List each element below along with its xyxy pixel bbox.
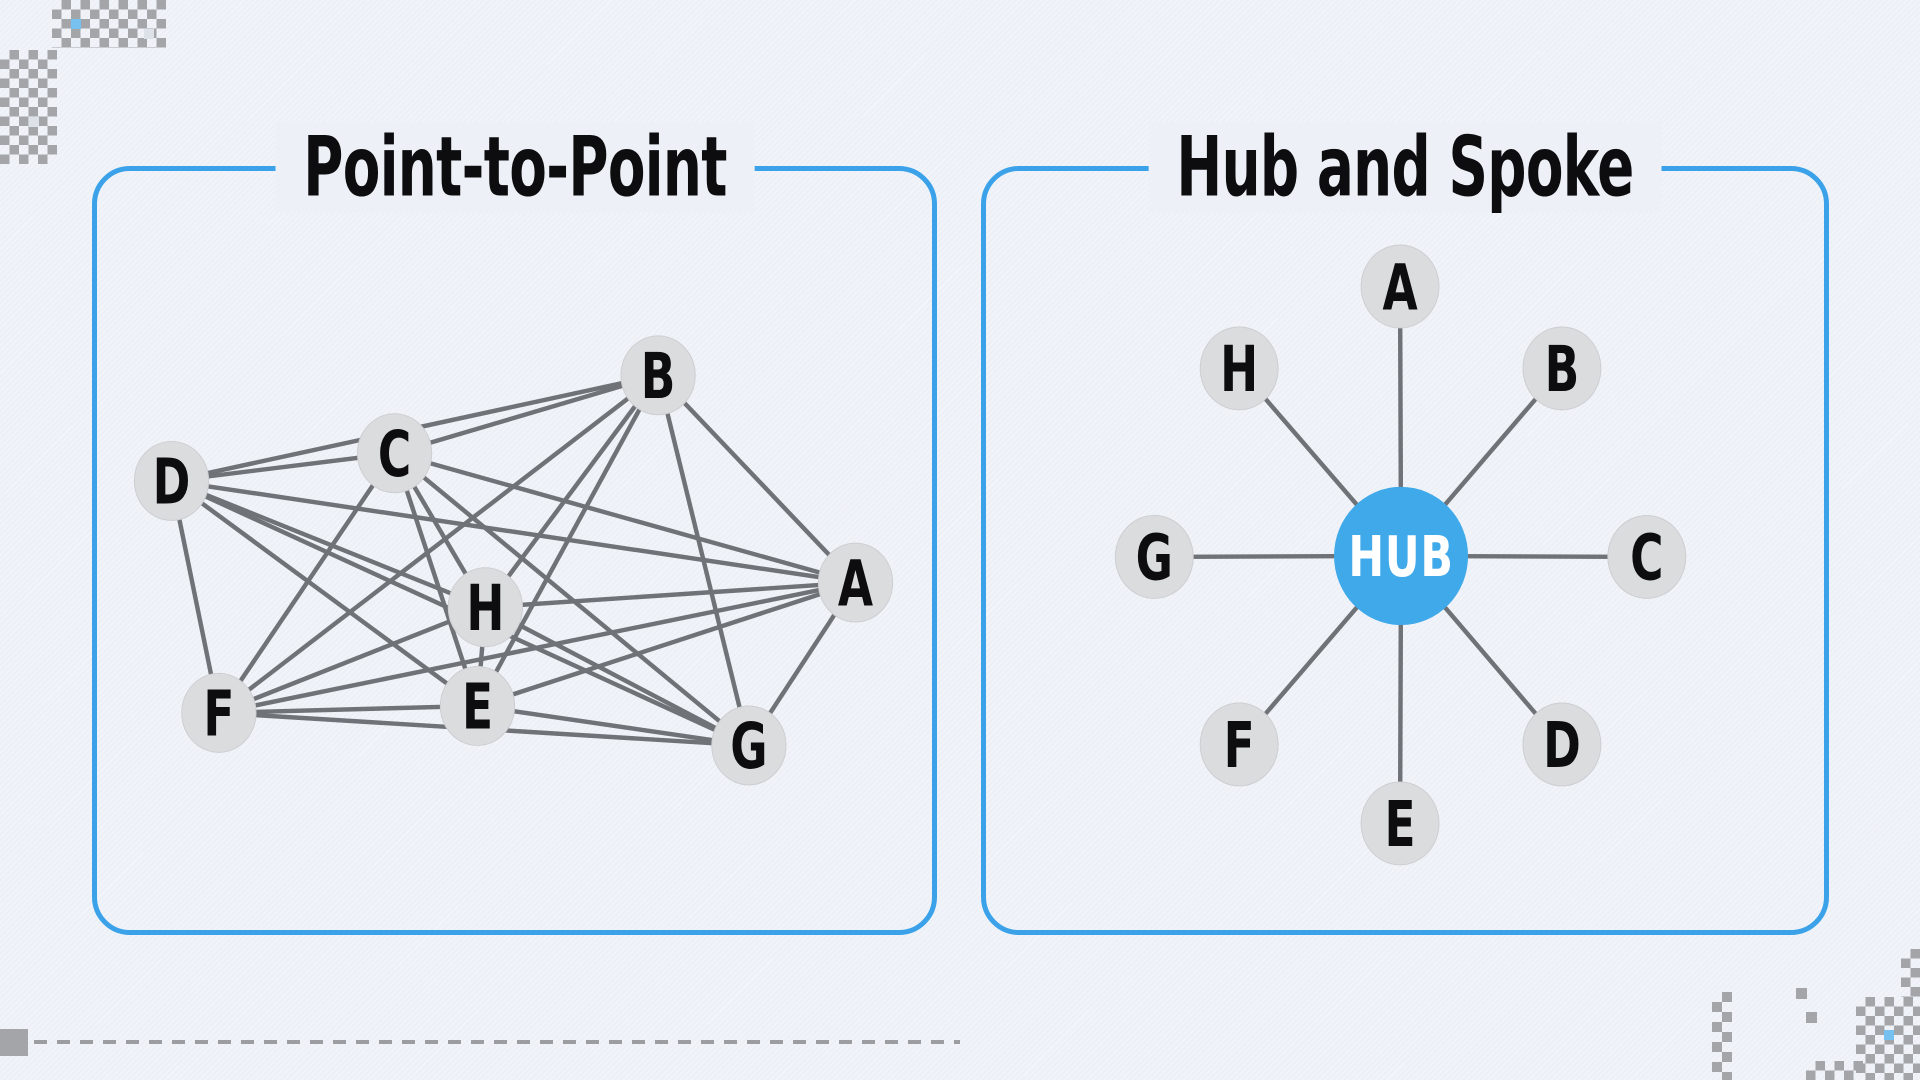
node-G: G: [711, 705, 787, 786]
node-E: E: [439, 665, 516, 746]
node-circle-G: [1114, 514, 1194, 599]
edge-B-G: [655, 374, 752, 746]
edge-B-H: [483, 373, 660, 609]
node-A: A: [1360, 244, 1440, 329]
node-label-G: G: [1136, 521, 1173, 594]
node-label-F: F: [203, 677, 234, 750]
pixel-column-right-edge: [1901, 949, 1920, 997]
node-H: H: [447, 567, 523, 648]
edge-C-E: [392, 452, 480, 707]
node-D: D: [133, 440, 210, 521]
edge-A-C: [393, 451, 857, 585]
node-circle-B: [620, 335, 696, 416]
node-label-C: C: [378, 418, 411, 491]
panel-title-hub-and-spoke: Hub and Spoke: [1148, 121, 1662, 213]
light-pixel-top-left-a: [144, 29, 154, 39]
pixel-zigzag-bottom-right: [1712, 992, 1732, 1080]
edge-G-H: [484, 605, 750, 748]
node-circle-B: [1522, 326, 1602, 411]
edge-E-G: [477, 703, 750, 748]
node-label-F: F: [1224, 709, 1255, 782]
edge-A-H: [485, 580, 856, 610]
node-circle-C: [356, 413, 433, 494]
node-circle-E: [1360, 781, 1440, 866]
node-circle-E: [439, 665, 516, 746]
edge-A-B: [656, 373, 858, 585]
pixel-cluster-top-left-b: [0, 50, 57, 164]
node-label-B: B: [641, 340, 676, 413]
hub-node: HUB: [1334, 486, 1469, 626]
node-A: A: [817, 542, 894, 623]
edge-B-E: [475, 374, 661, 708]
node-label-H: H: [1220, 333, 1258, 406]
solo-square-b: [1806, 1012, 1817, 1023]
panel-hub-and-spoke: Hub and Spoke A B C D E F G H HUB: [981, 121, 1829, 935]
pixel-cluster-bottom-small: [1806, 1061, 1863, 1080]
edge-F-H: [218, 605, 487, 715]
node-circle-D: [1522, 702, 1602, 787]
edge-B-F: [217, 373, 660, 715]
edge-D-E: [170, 479, 479, 708]
node-label-C: C: [1630, 521, 1663, 594]
node-B: B: [1522, 326, 1602, 411]
node-label-G: G: [730, 710, 767, 783]
node-label-D: D: [1543, 709, 1581, 782]
hub-label: HUB: [1348, 524, 1453, 589]
edge-A-D: [171, 478, 856, 585]
node-C: C: [356, 413, 433, 494]
node-label-E: E: [462, 670, 493, 743]
solo-square-a: [1796, 988, 1807, 999]
node-C: C: [1607, 514, 1687, 599]
node-H: H: [1199, 326, 1279, 411]
dashed-baseline: [34, 1040, 960, 1044]
node-label-A: A: [838, 547, 874, 620]
dash-cap-square: [0, 1029, 28, 1056]
light-pixel-top-left-b: [29, 117, 39, 127]
edge-D-H: [170, 478, 487, 610]
panel-point-to-point: Point-to-Point A B C D E F G H: [92, 121, 937, 935]
node-label-A: A: [1382, 251, 1418, 324]
hub-circle: [1334, 486, 1469, 626]
point-to-point-diagram: A B C D E F G H: [133, 335, 894, 786]
node-F: F: [181, 672, 257, 753]
node-circle-A: [817, 542, 894, 623]
node-circle-H: [447, 567, 523, 648]
node-E: E: [1360, 781, 1440, 866]
node-G: G: [1114, 514, 1194, 599]
node-circle-D: [133, 440, 210, 521]
node-label-H: H: [466, 572, 504, 645]
panel-title-point-to-point: Point-to-Point: [275, 121, 754, 213]
node-circle-G: [711, 705, 787, 786]
node-label-D: D: [153, 445, 191, 518]
node-circle-H: [1199, 326, 1279, 411]
node-circle-F: [181, 672, 257, 753]
edge-A-E: [476, 580, 857, 709]
hub-and-spoke-diagram: A B C D E F G H HUB: [1114, 244, 1687, 866]
node-D: D: [1522, 702, 1602, 787]
node-circle-F: [1199, 702, 1279, 787]
edge-E-F: [218, 703, 478, 716]
node-label-E: E: [1385, 788, 1416, 861]
node-B: B: [620, 335, 696, 416]
blue-pixel-bottom-right: [1884, 1030, 1894, 1040]
node-label-B: B: [1545, 333, 1580, 406]
pixel-cluster-top-left-a: [52, 0, 166, 48]
blue-pixel-top-left: [71, 19, 81, 29]
node-circle-C: [1607, 514, 1687, 599]
node-circle-A: [1360, 244, 1440, 329]
edge-C-G: [393, 451, 751, 748]
node-F: F: [1199, 702, 1279, 787]
edge-B-C: [393, 373, 659, 456]
